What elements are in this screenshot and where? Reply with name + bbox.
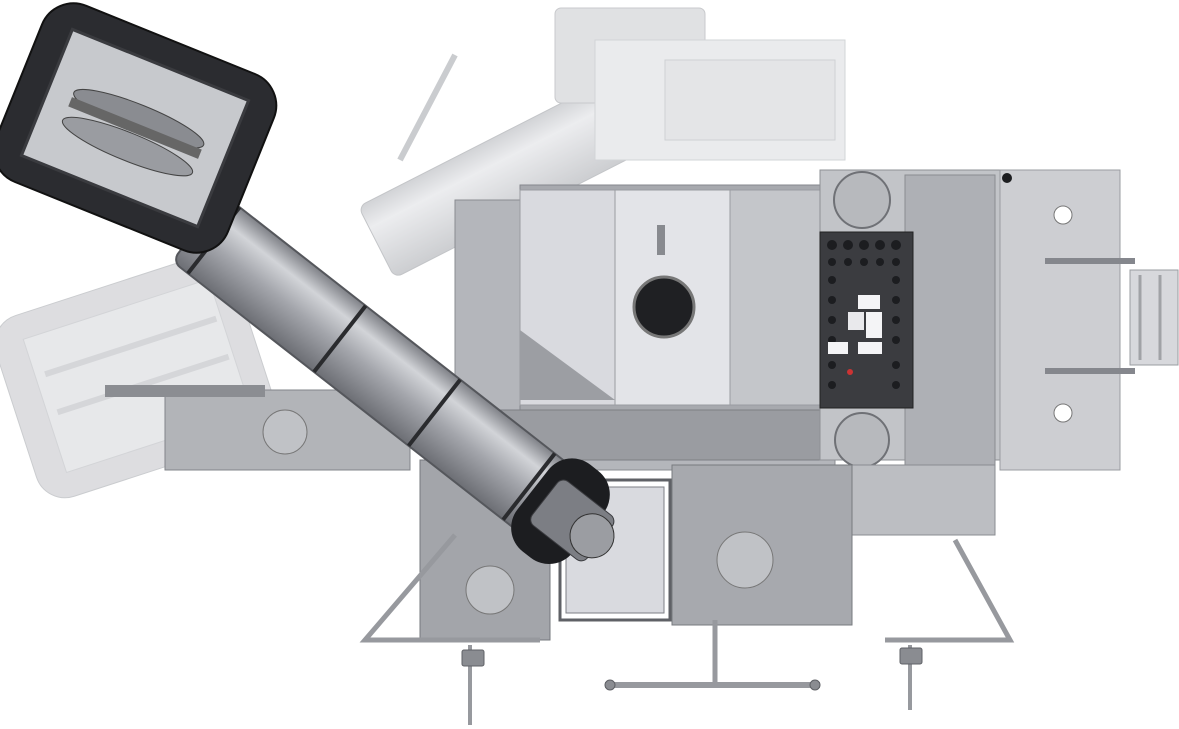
ghost-auger-upper (360, 7, 846, 276)
machine-main-body (454, 184, 836, 471)
lower-drive-units (105, 385, 853, 641)
porthole (632, 275, 696, 339)
leveling-foot-icon (461, 647, 923, 691)
control-panel-icon (819, 231, 914, 409)
hopper-icon (0, 2, 278, 254)
gearbox-icon (833, 171, 891, 229)
